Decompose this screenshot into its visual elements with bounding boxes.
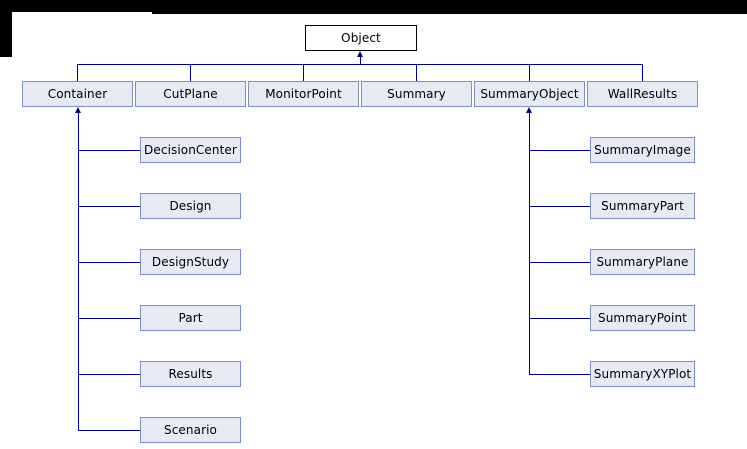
class-node-summaryxyplot[interactable]: SummaryXYPlot xyxy=(590,361,695,387)
connector-branch-results xyxy=(78,374,140,375)
class-node-label: WallResults xyxy=(607,87,678,101)
class-node-label: SummaryXYPlot xyxy=(593,367,692,381)
connector-branch-summarypoint xyxy=(529,318,590,319)
class-node-cutplane[interactable]: CutPlane xyxy=(135,81,246,107)
class-node-label: Object xyxy=(341,31,381,45)
class-node-label: Container xyxy=(47,87,108,101)
connector-stem-container xyxy=(77,64,78,81)
class-node-summaryplane[interactable]: SummaryPlane xyxy=(590,249,695,275)
connector-branch-summarypart xyxy=(529,206,590,207)
class-node-label: MonitorPoint xyxy=(265,87,342,101)
connector-stem-wallresults xyxy=(642,64,643,81)
class-node-label: SummaryPart xyxy=(601,199,684,213)
class-node-label: Results xyxy=(168,367,213,381)
class-node-label: CutPlane xyxy=(163,87,218,101)
connector-branch-summaryxyplot xyxy=(529,374,590,375)
class-node-label: SummaryPoint xyxy=(598,311,687,325)
connector-level2-bus xyxy=(77,64,643,65)
connector-branch-decisioncenter xyxy=(78,150,140,151)
connector-stem-summary xyxy=(416,64,417,81)
class-node-design[interactable]: Design xyxy=(140,193,241,219)
class-node-label: SummaryImage xyxy=(594,143,691,157)
class-node-label: Scenario xyxy=(164,423,217,437)
connector-branch-summaryplane xyxy=(529,262,590,263)
arrowhead-into-object xyxy=(357,51,363,57)
arrowhead-into-summaryobject xyxy=(526,107,532,113)
class-node-summarypart[interactable]: SummaryPart xyxy=(590,193,695,219)
connector-stem-monitorpoint xyxy=(303,64,304,81)
class-node-part[interactable]: Part xyxy=(140,305,241,331)
class-node-summarypoint[interactable]: SummaryPoint xyxy=(590,305,695,331)
connector-stem-summaryobject xyxy=(529,64,530,81)
class-node-decisioncenter[interactable]: DecisionCenter xyxy=(140,137,241,163)
class-node-container[interactable]: Container xyxy=(22,81,133,107)
connector-branch-designstudy xyxy=(78,262,140,263)
class-node-label: DesignStudy xyxy=(151,255,230,269)
class-node-wallresults[interactable]: WallResults xyxy=(587,81,698,107)
class-node-label: SummaryObject xyxy=(480,87,579,101)
class-node-monitorpoint[interactable]: MonitorPoint xyxy=(248,81,359,107)
class-node-results[interactable]: Results xyxy=(140,361,241,387)
connector-object-stem xyxy=(360,57,361,65)
class-node-label: Summary xyxy=(387,87,446,101)
connector-stem-cutplane xyxy=(190,64,191,81)
class-node-object[interactable]: Object xyxy=(305,25,417,51)
connector-branch-scenario xyxy=(78,430,140,431)
class-node-label: Design xyxy=(169,199,212,213)
class-node-summary[interactable]: Summary xyxy=(361,81,472,107)
letterbox-band-top-left xyxy=(0,0,152,12)
class-node-label: DecisionCenter xyxy=(144,143,237,157)
class-node-summaryimage[interactable]: SummaryImage xyxy=(590,137,695,163)
arrowhead-into-container xyxy=(75,107,81,113)
letterbox-band-top-right xyxy=(152,0,747,14)
class-node-designstudy[interactable]: DesignStudy xyxy=(140,249,241,275)
connector-summaryobject-bus xyxy=(529,113,530,375)
connector-container-bus xyxy=(78,113,79,431)
letterbox-band-left xyxy=(0,0,12,57)
class-node-label: Part xyxy=(178,311,203,325)
class-node-scenario[interactable]: Scenario xyxy=(140,417,241,443)
connector-branch-part xyxy=(78,318,140,319)
class-node-label: SummaryPlane xyxy=(596,255,689,269)
class-node-summaryobject[interactable]: SummaryObject xyxy=(474,81,585,107)
connector-branch-summaryimage xyxy=(529,150,590,151)
connector-branch-design xyxy=(78,206,140,207)
